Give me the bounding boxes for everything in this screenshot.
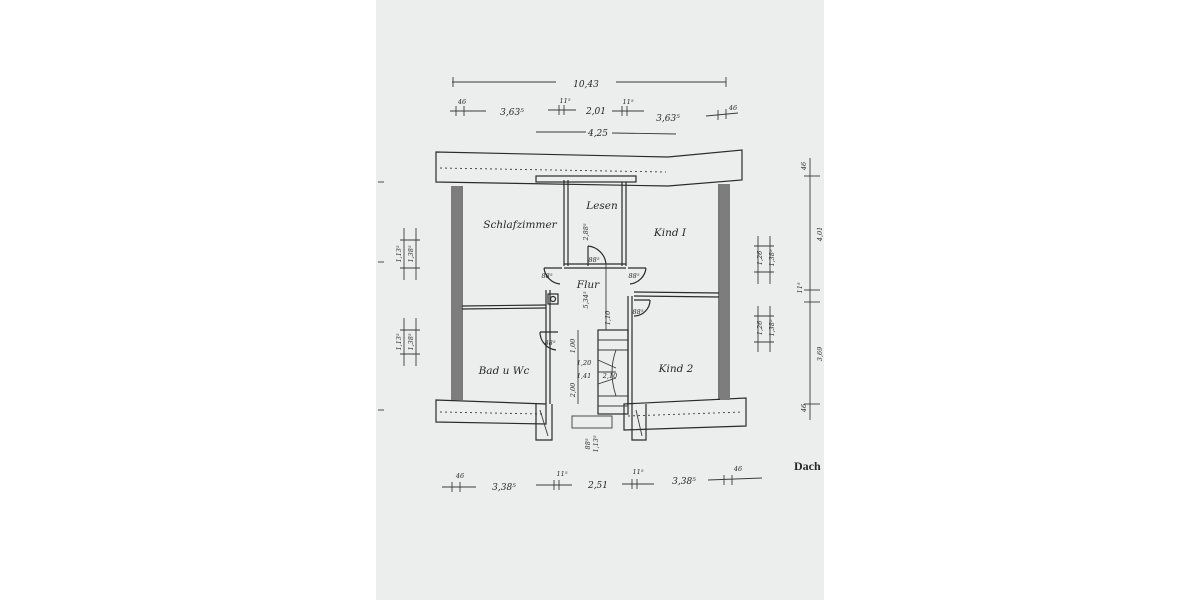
wall-right — [720, 184, 730, 400]
dim-door-4: 88⁵ — [633, 308, 644, 316]
dim-door-5: 88⁵ — [545, 339, 556, 347]
dim-f: 2,00 — [569, 383, 577, 398]
top-dimension-chains: 10,43 46 3,63⁵ 11⁵ 2,01 11⁵ 3,63⁵ 46 4,2… — [450, 77, 739, 139]
dim-line-top — [705, 112, 739, 117]
roof-band-top — [435, 149, 743, 187]
dim-left-3: 1,13⁵ — [395, 333, 403, 350]
dim-door-1: 88⁵ — [542, 272, 553, 280]
dim-right-e1: 46 — [800, 162, 808, 171]
dim-right-e2: 4,01 — [816, 227, 824, 242]
room-kind1: Kind I — [653, 227, 687, 239]
room-kind2: Kind 2 — [658, 363, 694, 375]
dim-top-sub: 4,25 — [587, 129, 608, 139]
bay-hatch — [635, 409, 643, 437]
roof-band-texture — [627, 411, 743, 417]
door-schlafzimmer — [543, 267, 562, 285]
paper-sheet — [376, 0, 824, 600]
dim-bottom-seg1: 3,38⁵ — [492, 483, 516, 493]
dim-bottom-seg3: 3,38⁵ — [672, 477, 696, 487]
room-bad: Bad u Wc — [478, 365, 530, 377]
wall-bedroom-bath — [461, 307, 547, 310]
dim-right-e5: 46 — [800, 404, 808, 413]
wall-kind-divider — [633, 291, 720, 294]
dim-wall-left-top: 46 — [457, 98, 466, 106]
dim-bottom-gap2: 11⁵ — [633, 468, 644, 476]
building — [435, 149, 747, 441]
dormer-window — [535, 175, 637, 183]
dim-line-bottom — [707, 477, 763, 481]
dim-right-3: 1,26 — [756, 321, 764, 335]
door-bad — [539, 331, 558, 351]
dim-wall-left-bottom: 46 — [455, 472, 464, 480]
dim-top-gap2: 11⁵ — [623, 98, 634, 106]
bottom-dimension-chain: 46 3,38⁵ 11⁵ 2,51 11⁵ 3,38⁵ 46 — [442, 465, 763, 493]
dim-right-e3: 11⁵ — [796, 282, 804, 293]
dim-lesen-h: 2,88⁵ — [582, 223, 590, 241]
dim-h: 1,13⁵ — [592, 435, 600, 452]
roof-band-bottom-left — [435, 399, 547, 425]
dim-door-3: 88⁵ — [629, 272, 640, 280]
dim-line-sub — [611, 132, 677, 135]
dim-d: 1,41 — [577, 372, 591, 380]
dim-left-4: 1,38⁵ — [407, 333, 415, 350]
doors — [539, 245, 651, 351]
dim-left-2: 1,38⁵ — [407, 245, 415, 262]
dim-a: 1,10 — [604, 311, 612, 325]
right-dimensions: 1,26 1,38⁵ 1,26 1,38⁵ 46 4,01 11⁵ 3,69 4… — [754, 158, 824, 420]
stair-landing — [571, 415, 613, 429]
stair-bay-right — [631, 404, 647, 441]
stair-treads — [597, 339, 628, 407]
room-flur: Flur — [576, 279, 600, 291]
dim-right-e4: 3,69 — [816, 347, 824, 361]
dim-b: 1,00 — [569, 339, 577, 353]
dim-g: 88⁵ — [584, 438, 592, 449]
dim-top-seg3: 3,63⁵ — [656, 114, 680, 124]
dim-wall-right-top: 46 — [728, 104, 737, 112]
dim-top-seg1: 3,63⁵ — [500, 108, 524, 118]
room-schlafzimmer: Schlafzimmer — [483, 219, 557, 231]
room-lesen: Lesen — [585, 200, 618, 212]
dim-right-1: 1,26 — [756, 251, 764, 265]
chimney-flue — [549, 295, 557, 303]
dim-right-4: 1,38⁵ — [768, 319, 776, 336]
door-dimensions: 88⁵ 88⁵ 88⁵ 88⁵ 88⁵ — [542, 256, 644, 347]
dim-overall-width: 10,43 — [573, 80, 599, 90]
dim-bottom-gap1: 11⁵ — [557, 470, 568, 478]
wall-left — [451, 186, 461, 400]
stair-curve — [611, 349, 617, 397]
left-dimensions: 1,13⁵ 1,38⁵ 1,13⁵ 1,38⁵ — [378, 181, 420, 411]
bay-hatch — [539, 409, 549, 437]
wall-bedroom-bath — [461, 304, 547, 307]
door-kind1 — [628, 267, 647, 285]
wall-kind-divider — [633, 295, 720, 298]
label-dach: Dach — [794, 459, 821, 473]
dim-top-seg2: 2,01 — [585, 107, 606, 117]
roof-band-texture — [439, 411, 543, 415]
floor-plan: 10,43 46 3,63⁵ 11⁵ 2,01 11⁵ 3,63⁵ 46 4,2… — [378, 77, 824, 493]
dim-left-1: 1,13⁵ — [395, 245, 403, 262]
room-labels: Schlafzimmer Lesen Kind I Flur Bad u Wc … — [478, 200, 694, 377]
dim-top-gap1: 11⁵ — [560, 97, 571, 105]
stair-bay-left — [535, 404, 553, 441]
door-lesen — [587, 245, 607, 266]
chimney — [547, 293, 559, 305]
dim-wall-right-bottom: 46 — [733, 465, 742, 473]
dim-e: 2,10 — [602, 372, 617, 380]
door-kind2 — [633, 299, 651, 317]
interior-dimensions: 2,88⁵ 5,34⁵ 1,10 1,00 1,20 1,41 2,10 2,0… — [569, 223, 617, 452]
dim-flur-h: 5,34⁵ — [582, 291, 590, 308]
roof-band-bottom-right — [623, 397, 747, 431]
roof-band-texture — [439, 167, 667, 173]
dim-right-2: 1,38⁵ — [768, 249, 776, 266]
dim-bottom-seg2: 2,51 — [587, 481, 608, 491]
dim-c: 1,20 — [577, 359, 591, 367]
dim-door-2: 88⁵ — [589, 256, 600, 264]
